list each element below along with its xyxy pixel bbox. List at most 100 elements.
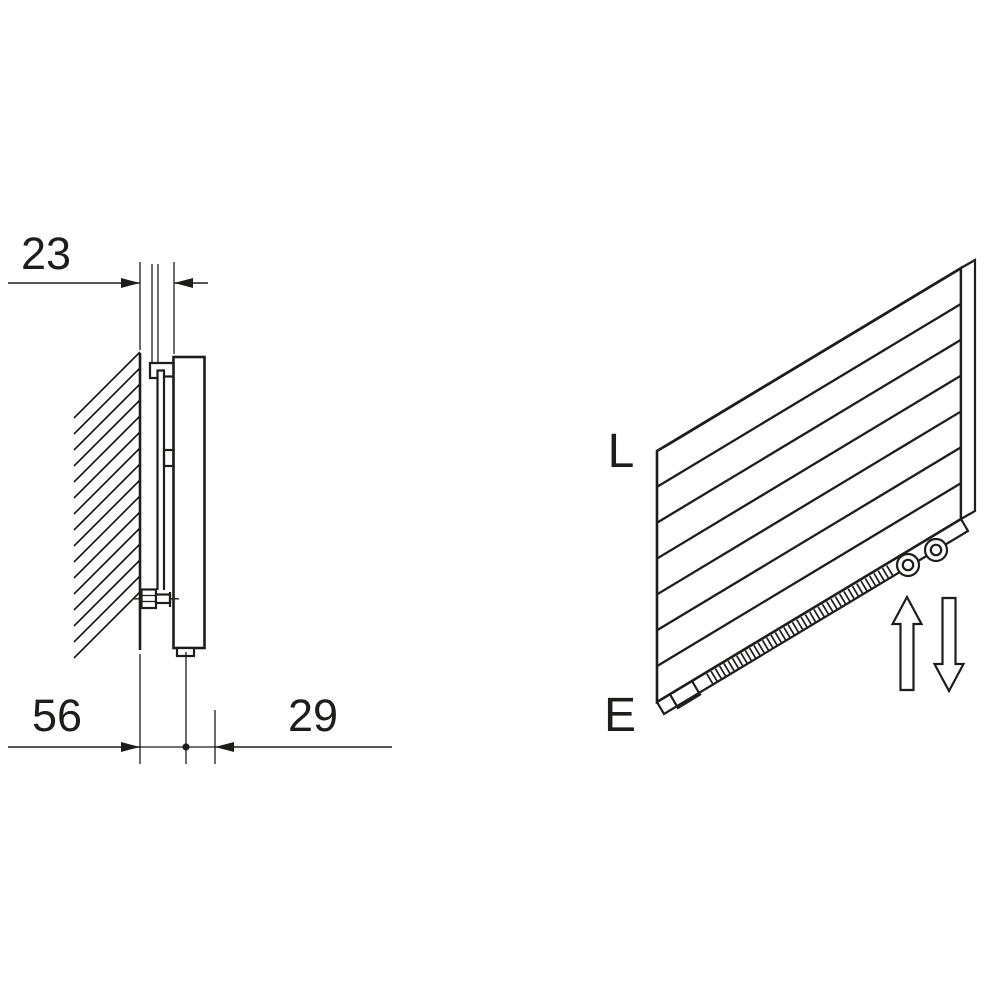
wall-hatch-line <box>73 559 141 627</box>
convector-fin <box>757 642 766 654</box>
wall-section <box>73 351 142 659</box>
radiator-side-profile <box>172 355 206 658</box>
arrowhead-right-icon <box>121 278 140 288</box>
convector-fin <box>744 650 753 662</box>
convector-fin <box>838 593 847 605</box>
pipe-connection-outer-1 <box>895 552 921 578</box>
convector-fin <box>787 624 796 636</box>
wall-hatch-line <box>73 431 141 499</box>
front-slat-line <box>656 338 962 524</box>
bolt-shaft <box>154 593 172 605</box>
convector-fin <box>748 647 757 659</box>
convector-fin <box>864 578 873 590</box>
wall-hatch-line <box>73 591 141 659</box>
convector-fin <box>783 626 791 639</box>
wall-hatch-line <box>73 479 141 547</box>
flow-direction-arrows <box>890 594 966 694</box>
wall-hatch-line <box>73 495 141 563</box>
flow-up-arrow-icon <box>890 594 924 692</box>
top-strip-left-edge <box>656 442 672 452</box>
convector-fin <box>753 645 761 657</box>
convector-fin <box>851 585 860 597</box>
convector-fin <box>791 621 800 634</box>
front-slats <box>656 302 962 668</box>
convector-fin <box>860 580 868 592</box>
wall-hatch-line <box>73 399 141 467</box>
wall-hatch-line <box>73 447 141 515</box>
bracket-panel-clip <box>162 448 175 468</box>
convector-fin <box>834 596 843 608</box>
wall-hatch-line <box>73 415 141 483</box>
pipe-connections <box>895 537 949 578</box>
convector-fin <box>736 655 744 667</box>
front-slat-line <box>656 410 962 596</box>
wall-hatch-line <box>73 527 141 595</box>
convector-fin <box>877 570 886 582</box>
wall-hatch-line <box>73 575 141 643</box>
radiator-panel <box>172 355 206 650</box>
front-slat-line <box>656 302 962 488</box>
flow-down-arrow-icon <box>932 596 966 694</box>
front-slat-line <box>656 482 962 668</box>
convector-fin <box>804 614 813 626</box>
wall-hatch-line <box>73 367 141 435</box>
front-slat-line <box>656 374 962 560</box>
wall-hatch-line <box>73 463 141 531</box>
wall-hatch-line <box>73 511 141 579</box>
convector-fin <box>770 634 778 646</box>
dimension-bottom: 56 29 <box>8 652 392 764</box>
convector-fin <box>706 673 714 685</box>
wall-hatch-line <box>73 351 141 419</box>
convector-fin <box>718 665 727 677</box>
convector-fin <box>766 637 774 649</box>
front-slat-line <box>656 446 962 632</box>
convector-fin <box>714 668 723 680</box>
convector-fin <box>761 639 770 652</box>
arrowhead-left-icon <box>215 742 234 752</box>
convector-fin <box>856 583 864 595</box>
connection-label-e: E <box>604 689 636 742</box>
arrowhead-right-icon <box>121 742 140 752</box>
wall-hatch-line <box>73 383 141 451</box>
fin-strip <box>706 565 894 685</box>
pipe-connection-outer-2 <box>923 537 949 563</box>
convector-fin <box>826 601 834 613</box>
dim-value-bottom-left: 56 <box>32 690 82 741</box>
dimension-top: 23 <box>8 228 208 363</box>
mounting-bracket <box>133 361 179 610</box>
front-face <box>655 265 963 705</box>
convector-fin <box>821 603 830 615</box>
convector-fin <box>778 629 787 641</box>
pipe-center-dot <box>182 743 190 751</box>
convector-fin <box>796 619 804 631</box>
radiator-body <box>655 258 977 716</box>
convector-fin <box>873 572 881 585</box>
pipe-connection-inner-2 <box>929 543 943 557</box>
bracket-top-hook <box>148 361 174 380</box>
convector-fin <box>723 663 731 675</box>
convector-fin <box>800 616 808 628</box>
convector-fin <box>817 606 826 618</box>
right-end-cap <box>959 258 977 521</box>
convector-fin <box>710 670 718 682</box>
connection-label-l: L <box>608 425 635 478</box>
top-strip-back-edge <box>670 259 976 444</box>
anchor-block <box>140 588 158 610</box>
foot-bracket <box>669 680 702 710</box>
convector-fin <box>740 652 748 664</box>
convector-fin <box>847 588 856 600</box>
side-view: 23 56 29 <box>8 228 392 764</box>
convector-fin <box>868 575 877 587</box>
pipe-connection-inner-1 <box>901 558 915 572</box>
arrowhead-left-icon <box>174 278 193 288</box>
convector-fin <box>886 565 894 577</box>
convector-fin <box>881 567 890 579</box>
dim-value-bottom-right: 29 <box>288 690 338 741</box>
wall-hatch-line <box>73 543 141 611</box>
dim-value-top: 23 <box>21 228 71 279</box>
convector-fin <box>830 598 838 610</box>
wall-hatch <box>73 351 141 659</box>
convector-fin <box>731 657 740 670</box>
